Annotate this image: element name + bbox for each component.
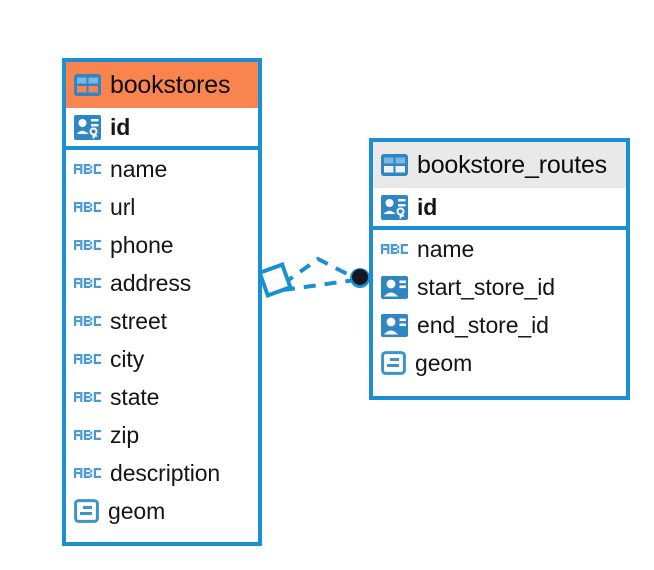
field-label: zip <box>110 421 140 448</box>
primary-key-icon <box>381 194 408 220</box>
field-label: phone <box>110 231 174 258</box>
table-icon <box>381 154 408 176</box>
geometry-icon <box>381 351 406 375</box>
field-row-end-store-id[interactable]: end_store_id <box>373 306 626 344</box>
field-row-state[interactable]: state <box>66 378 258 416</box>
primary-key-separator <box>373 226 626 230</box>
field-row-phone[interactable]: phone <box>66 226 258 264</box>
field-label: geom <box>415 349 473 376</box>
abc-text-icon <box>74 466 101 480</box>
field-label: description <box>110 459 221 486</box>
relationship-link-upper <box>281 256 356 286</box>
foreign-key-icon <box>381 275 408 299</box>
field-label: url <box>110 193 136 220</box>
abc-text-icon <box>74 200 101 214</box>
abc-text-icon <box>74 314 101 328</box>
entity-title: bookstores <box>110 70 231 99</box>
field-row-description[interactable]: description <box>66 454 258 492</box>
abc-text-icon <box>74 352 101 366</box>
field-row-street[interactable]: street <box>66 302 258 340</box>
field-label: geom <box>108 497 166 524</box>
field-row-id[interactable]: id <box>373 188 626 226</box>
field-list-bookstores: name <box>66 150 258 530</box>
filled-circle-marker <box>352 269 368 285</box>
abc-text-icon <box>74 162 101 176</box>
field-row-name[interactable]: name <box>66 150 258 188</box>
relationship-link-lower <box>282 278 356 292</box>
field-label: street <box>110 307 167 334</box>
entity-bookstore-routes[interactable]: bookstore_routes id <box>369 138 630 400</box>
field-row-geom[interactable]: geom <box>66 492 258 530</box>
field-label: end_store_id <box>417 311 549 338</box>
entity-bookstores[interactable]: bookstores id <box>62 58 262 546</box>
field-label: start_store_id <box>417 273 555 300</box>
table-icon <box>74 74 101 96</box>
rotated-square-marker <box>257 262 293 298</box>
field-label: address <box>110 269 192 296</box>
abc-text-icon <box>74 428 101 442</box>
field-label: id <box>417 193 438 220</box>
field-label: name <box>110 155 168 182</box>
field-row-start-store-id[interactable]: start_store_id <box>373 268 626 306</box>
foreign-key-icon <box>381 313 408 337</box>
entity-title: bookstore_routes <box>417 150 607 179</box>
primary-key-icon <box>74 114 101 140</box>
field-row-city[interactable]: city <box>66 340 258 378</box>
entity-header-bookstore-routes[interactable]: bookstore_routes <box>373 142 626 188</box>
field-row-id[interactable]: id <box>66 108 258 146</box>
field-row-name[interactable]: name <box>373 230 626 268</box>
field-label: name <box>417 235 475 262</box>
abc-text-icon <box>74 276 101 290</box>
field-row-url[interactable]: url <box>66 188 258 226</box>
filled-circle-marker-ring <box>350 268 370 288</box>
field-label: id <box>110 113 131 140</box>
field-row-address[interactable]: address <box>66 264 258 302</box>
abc-text-icon <box>74 390 101 404</box>
entity-header-bookstores[interactable]: bookstores <box>66 62 258 108</box>
geometry-icon <box>74 499 99 523</box>
abc-text-icon <box>381 242 408 256</box>
field-row-zip[interactable]: zip <box>66 416 258 454</box>
field-label: state <box>110 383 160 410</box>
abc-text-icon <box>74 238 101 252</box>
field-list-bookstore-routes: name start_store_id <box>373 230 626 382</box>
field-label: city <box>110 345 145 372</box>
primary-key-separator <box>66 146 258 150</box>
field-row-geom[interactable]: geom <box>373 344 626 382</box>
